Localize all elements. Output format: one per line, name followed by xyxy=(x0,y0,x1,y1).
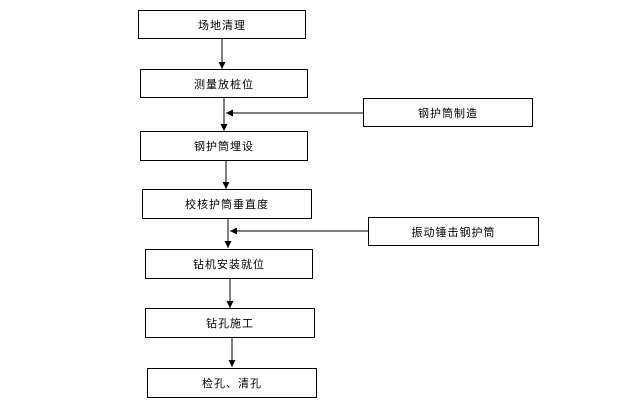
step-survey-pile-position: 测量放桩位 xyxy=(140,69,308,98)
step-verify-casing-verticality: 校核护筒垂直度 xyxy=(142,189,312,219)
step-site-clearing: 场地清理 xyxy=(138,10,306,39)
step-casing-embedding: 钢护筒埋设 xyxy=(140,131,308,161)
step-drill-rig-setup: 钻机安装就位 xyxy=(145,249,313,279)
step-hole-inspection-cleaning: 检孔、清孔 xyxy=(147,368,317,398)
side-casing-fabrication: 钢护筒制造 xyxy=(363,98,533,127)
step-drilling: 钻孔施工 xyxy=(145,308,315,338)
side-vibratory-hammer-casing: 振动锤击钢护筒 xyxy=(368,217,539,246)
